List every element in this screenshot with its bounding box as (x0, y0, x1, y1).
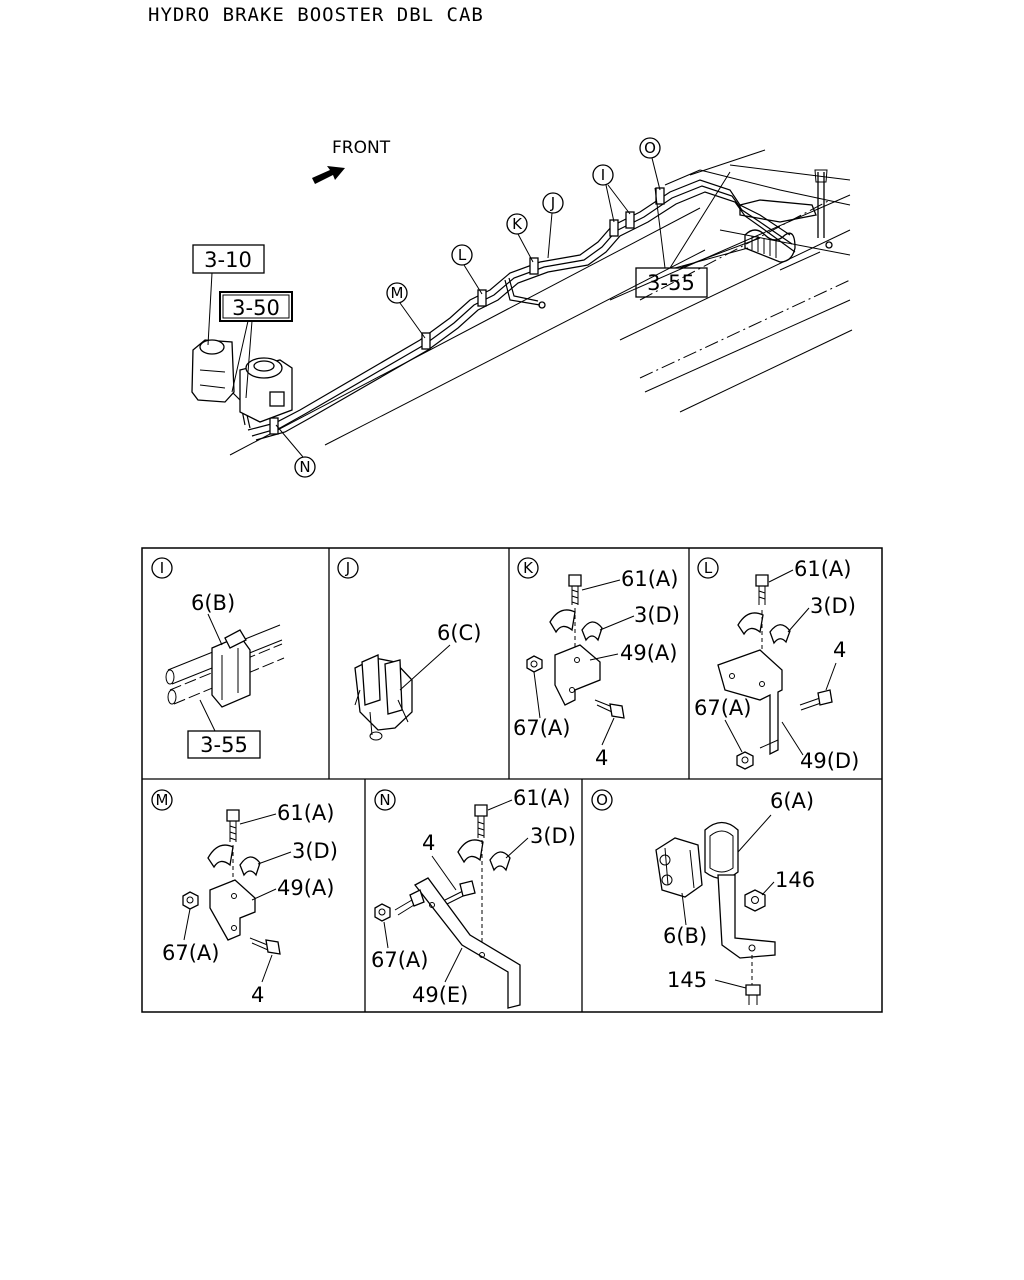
panel-M-p5: 4 (251, 983, 264, 1007)
callout-K: K (506, 213, 528, 235)
callout-M: M (386, 282, 408, 304)
panel-L-letter: L (704, 559, 713, 577)
panel-L-p1: 61(A) (794, 557, 851, 581)
panel-N-letter: N (379, 791, 390, 809)
panel-M-letter: M (156, 791, 169, 809)
callout-N: N (294, 456, 316, 478)
detail-grid (141, 547, 883, 1013)
panel-O-letter: O (596, 791, 608, 809)
svg-text:I: I (601, 166, 605, 184)
panel-K-p1: 61(A) (621, 567, 678, 591)
panel-I-p1: 6(B) (191, 591, 235, 615)
panel-L-p3: 4 (833, 638, 846, 662)
svg-text:N: N (299, 458, 310, 476)
panel-N-p1: 61(A) (513, 786, 570, 810)
detail-panel-N: N 61(A) 4 3(D) 67(A) 49(E) (371, 786, 576, 1009)
ref-box-3-55-overview: 3-55 (635, 267, 708, 298)
callout-J: J (542, 192, 564, 214)
panel-O-p2: 146 (775, 868, 815, 892)
detail-panel-J: J 6(C) (337, 557, 481, 741)
panel-K-p3: 49(A) (620, 641, 677, 665)
detail-panel-L: L 61(A) 3(D) 4 67(A) 49(D) (694, 557, 859, 773)
panel-O-p3: 6(B) (663, 924, 707, 948)
ref-3-50-text: 3-50 (232, 296, 280, 320)
panel-O-p1: 6(A) (770, 789, 814, 813)
panel-L-p2: 3(D) (810, 594, 856, 618)
ref-3-10-text: 3-10 (204, 248, 252, 272)
panel-J-p1: 6(C) (437, 621, 481, 645)
panel-J-letter: J (345, 559, 350, 577)
panel-N-p4: 67(A) (371, 948, 428, 972)
svg-text:O: O (644, 139, 656, 157)
ref-box-3-50: 3-50 (219, 291, 293, 322)
diagram-title: HYDRO BRAKE BOOSTER DBL CAB (148, 4, 484, 26)
panel-M-p2: 3(D) (292, 839, 338, 863)
detail-panel-O: O 6(A) 146 6(B) 145 (591, 789, 815, 1005)
detail-panel-K: K 61(A) 3(D) 49(A) 67(A) 4 (513, 557, 680, 770)
panel-K-p2: 3(D) (634, 603, 680, 627)
detail-panel-I: I 6(B) 3-55 (151, 557, 285, 759)
ref-box-3-10: 3-10 (192, 244, 265, 274)
front-label: FRONT (332, 138, 391, 158)
callout-I: I (592, 164, 614, 186)
panel-I-ref-box (187, 730, 261, 759)
panel-I-letter: I (160, 559, 164, 577)
svg-text:J: J (550, 194, 555, 212)
panel-L-p4: 67(A) (694, 696, 751, 720)
panel-M-p3: 49(A) (277, 876, 334, 900)
overview-drawing (191, 149, 853, 456)
svg-text:L: L (458, 246, 467, 264)
panel-N-p2: 4 (422, 831, 435, 855)
panel-K-p4: 67(A) (513, 716, 570, 740)
svg-text:K: K (512, 215, 523, 233)
panel-N-p5: 49(E) (412, 983, 468, 1007)
panel-L-p5: 49(D) (800, 749, 859, 773)
panel-K-letter: K (523, 559, 534, 577)
callout-L: L (451, 244, 473, 266)
panel-M-p1: 61(A) (277, 801, 334, 825)
panel-O-p4: 145 (667, 968, 707, 992)
callout-O: O (639, 137, 661, 159)
panel-K-p5: 4 (595, 746, 608, 770)
detail-panel-M: M 61(A) 3(D) 49(A) 67(A) 4 (151, 789, 338, 1007)
svg-text:M: M (391, 284, 404, 302)
panel-N-p3: 3(D) (530, 824, 576, 848)
panel-I-ref: 3-55 (200, 733, 248, 757)
ref-3-55-text: 3-55 (647, 271, 695, 295)
panel-M-p4: 67(A) (162, 941, 219, 965)
